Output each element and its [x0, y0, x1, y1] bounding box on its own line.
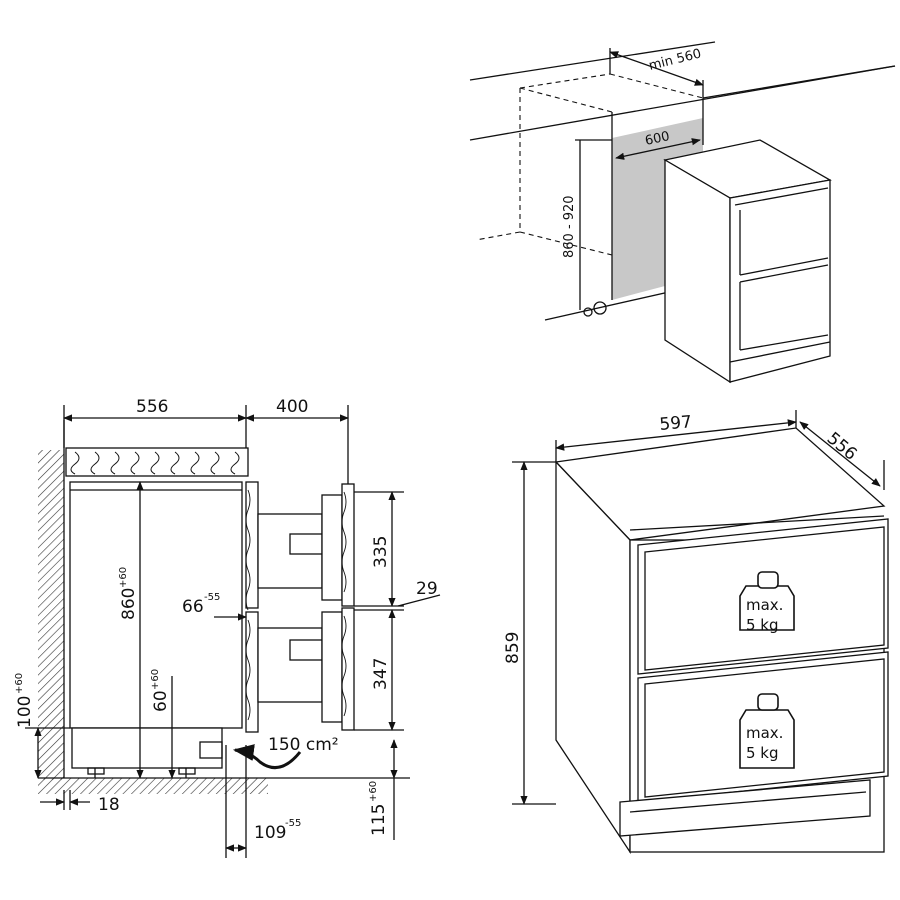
- svg-text:60: 60: [151, 690, 171, 712]
- svg-text:335: 335: [371, 536, 391, 568]
- svg-text:347: 347: [371, 658, 391, 690]
- plinth-height-label: 100 +60: [14, 673, 35, 728]
- weight-icon: [739, 571, 795, 769]
- depth-556-label: 556: [136, 397, 168, 417]
- svg-text:-55: -55: [285, 818, 301, 829]
- ventilation-label: 150 cm²: [268, 735, 339, 755]
- extension-400-label: 400: [276, 397, 308, 417]
- plinth-depth-label: 109 -55: [254, 818, 301, 843]
- svg-text:max.: max.: [746, 596, 783, 614]
- svg-text:5 kg: 5 kg: [746, 616, 779, 634]
- lower-drawer-label: 347: [371, 658, 391, 690]
- svg-text:109: 109: [254, 823, 286, 843]
- height-860-label: 860 +60: [118, 567, 139, 620]
- svg-text:+60: +60: [368, 781, 379, 802]
- foot-height-label: 60 +60: [150, 669, 171, 712]
- front-height-label: 859: [503, 632, 523, 664]
- appliance-perspective: [663, 139, 832, 384]
- foot-inset-label: 18: [98, 795, 120, 815]
- svg-text:+60: +60: [14, 673, 25, 694]
- min-depth-label: min 560: [647, 46, 703, 73]
- lower-weight-label: max. 5 kg: [746, 724, 783, 762]
- svg-text:+60: +60: [150, 669, 161, 690]
- front-width-label: 597: [659, 412, 693, 435]
- side-section: [25, 405, 441, 858]
- gap-29-label: 29: [416, 579, 438, 599]
- floor-height-label: 115 +60: [368, 781, 389, 836]
- upper-weight-label: max. 5 kg: [746, 596, 783, 634]
- upper-drawer-label: 335: [371, 536, 391, 568]
- svg-text:860: 860: [119, 588, 139, 620]
- svg-text:100: 100: [15, 696, 35, 728]
- front-appliance: [512, 410, 889, 855]
- door-offset-label: 66 -55: [182, 592, 220, 617]
- niche-width-label: 600: [644, 129, 671, 149]
- svg-text:max.: max.: [746, 724, 783, 742]
- svg-text:5 kg: 5 kg: [746, 744, 779, 762]
- niche-height-label: 860 - 920: [562, 195, 577, 258]
- svg-text:115: 115: [369, 804, 389, 836]
- svg-text:66: 66: [182, 597, 204, 617]
- svg-text:-55: -55: [204, 592, 220, 603]
- svg-text:+60: +60: [118, 567, 129, 588]
